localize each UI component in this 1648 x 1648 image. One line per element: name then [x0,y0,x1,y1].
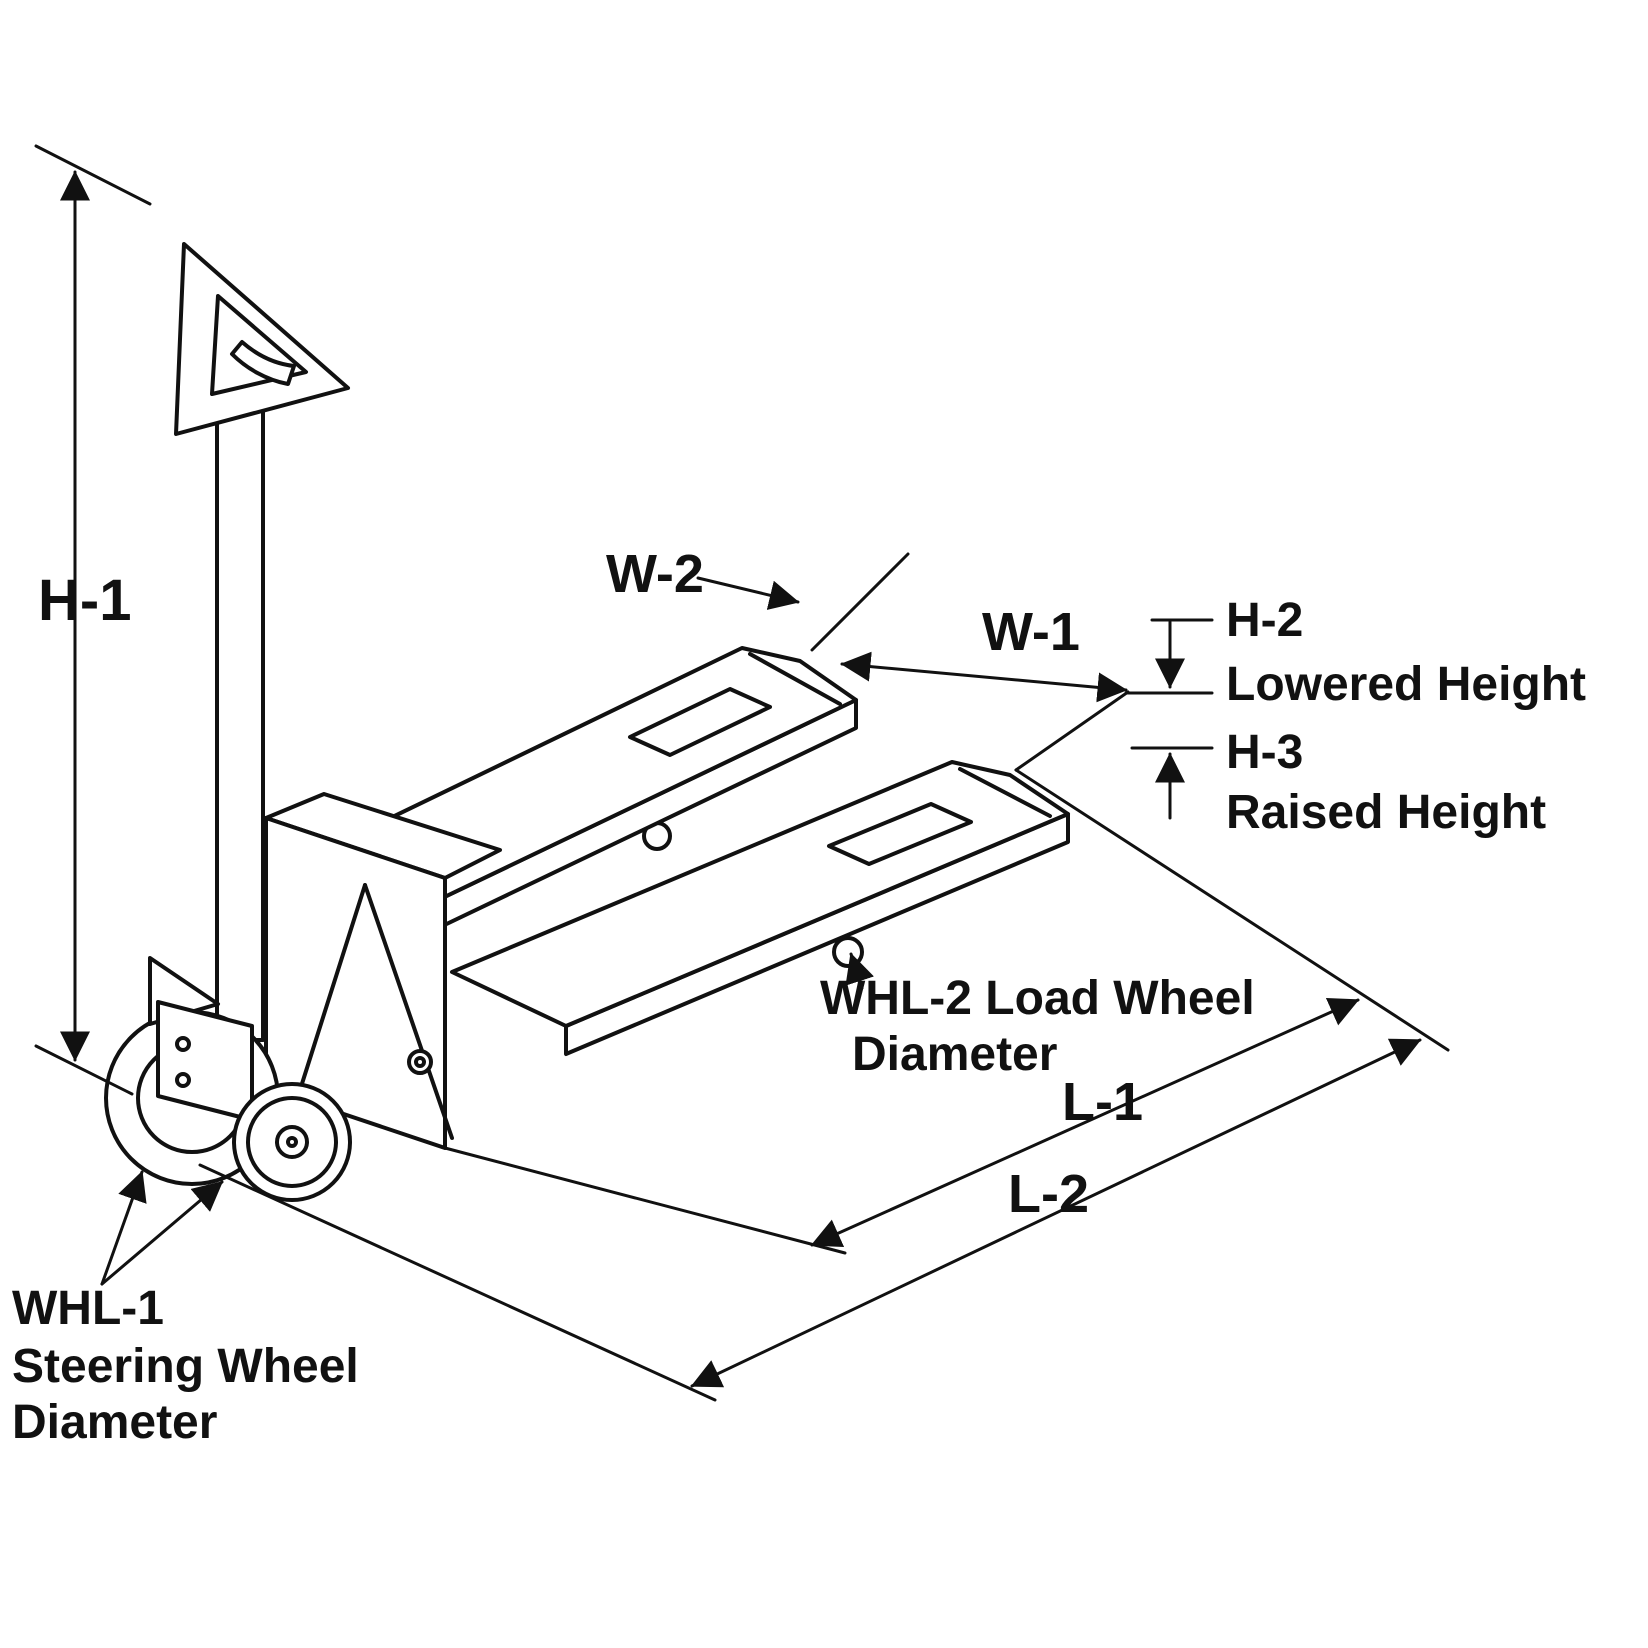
h1-extension-bottom [34,1044,134,1096]
handle [174,242,350,436]
label-whl1-line1: WHL-1 [12,1282,164,1335]
dimension-lines [34,144,1450,1402]
label-h2: H-2 [1226,594,1303,647]
label-l1: L-1 [1062,1072,1143,1132]
load-wheel-hub [275,1125,309,1159]
fork-far-slot [827,802,973,866]
label-whl1-line3: Diameter [12,1396,217,1449]
labels: H-1 W-2 W-1 H-2 Lowered Height H-3 Raise… [12,544,1586,1449]
wheel-bracket [156,1000,254,1122]
whl1-leader-line-1 [100,1170,147,1286]
fork-near-tip-bevel [748,652,842,706]
label-h3-desc: Raised Height [1226,786,1546,839]
axle-end-hole [414,1056,426,1068]
l2-dimension-line [690,1038,1422,1388]
w1-dimension-line [840,651,1128,703]
axle-end [407,1049,433,1075]
pallet-jack-drawing [104,242,1070,1202]
fork-tip-extension-near [810,552,910,652]
label-whl2-line2: Diameter [852,1028,1057,1081]
fork-tip-extension-far [1014,690,1130,772]
load-wheel-hub-hole [286,1136,298,1148]
label-h3: H-3 [1226,726,1303,779]
label-h1: H-1 [38,568,131,633]
label-whl2-line1: WHL-2 Load Wheel [820,972,1255,1025]
fork-near-slot [628,687,772,757]
length-extension-right [1014,768,1450,1052]
l1-extension-left [443,1146,847,1255]
whl2-leader-line [845,952,875,990]
whl1-leader-line-2 [100,1180,224,1286]
label-w1: W-1 [982,602,1080,662]
w2-leader-line [696,576,800,610]
label-h2-desc: Lowered Height [1226,658,1586,711]
label-l2: L-2 [1008,1164,1089,1224]
chassis-gusset-line-2 [363,883,454,1140]
chassis-gusset-line-1 [298,883,367,1092]
label-w2: W-2 [606,544,704,604]
fork-far [450,760,1070,1056]
fork-far-tip-bevel [958,767,1052,818]
bracket-bolt-1 [175,1036,191,1052]
bracket-bolt-2 [175,1072,191,1088]
l2-extension-left [198,1163,717,1402]
label-whl1-line2: Steering Wheel [12,1340,359,1393]
load-wheel-roller-far [832,936,864,968]
load-wheel [232,1082,352,1202]
handle-latch [230,340,296,386]
h1-extension-top [34,144,152,206]
chassis-body [264,792,502,1150]
